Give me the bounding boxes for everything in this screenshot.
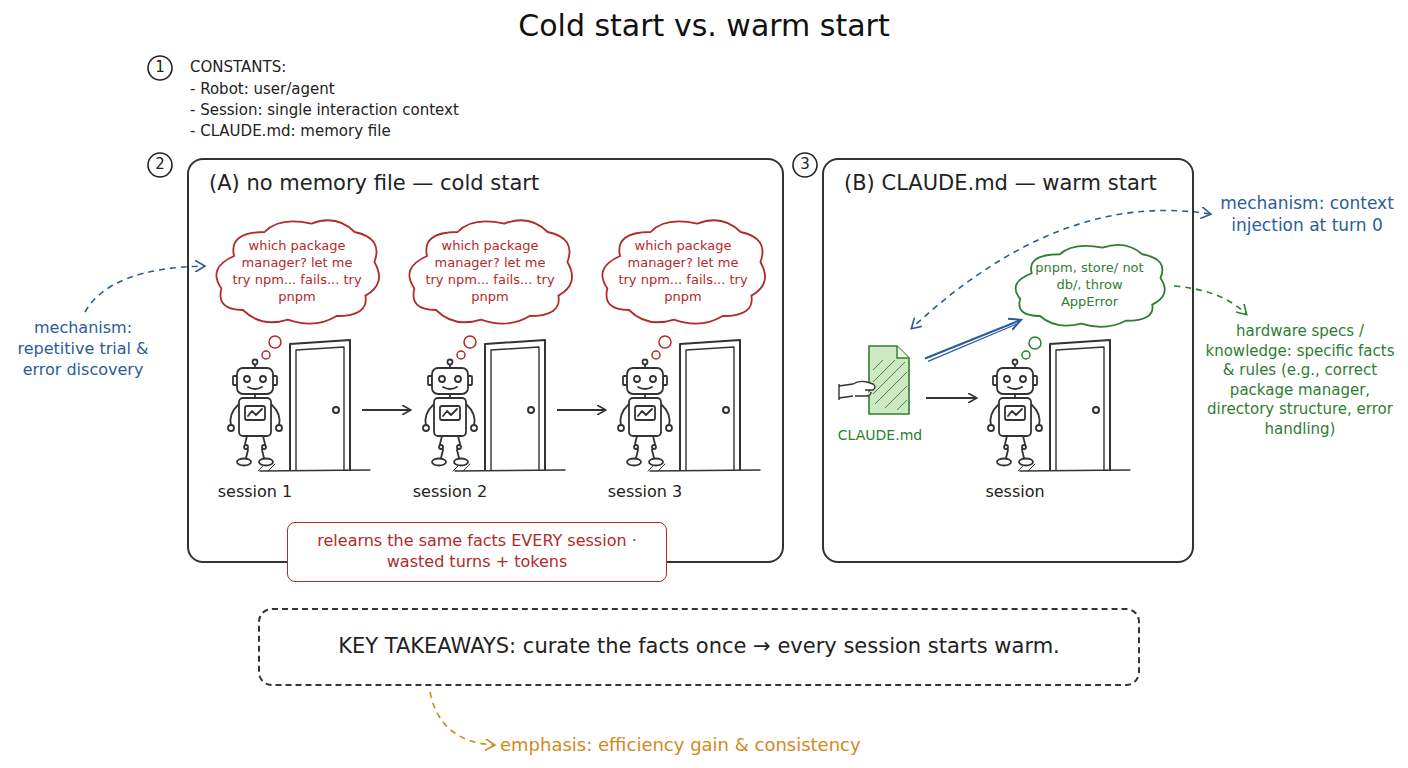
callout-number: 1 [148, 58, 172, 78]
thought-bubbles [262, 336, 1041, 359]
panel-heading: (B) CLAUDE.md — warm start [840, 170, 1161, 197]
doors [258, 340, 1130, 471]
session-label: session [955, 482, 1075, 503]
cloud-path [602, 220, 765, 323]
warning-box: relearns the same facts EVERY session · … [287, 522, 667, 582]
node-text: which package manager? let me try npm...… [617, 238, 749, 306]
panel-box: (B) CLAUDE.md — warm startCLAUDE.md pnpm,… [822, 158, 1194, 563]
constants-item: - CLAUDE.md: memory file [190, 122, 610, 142]
session-label: session 2 [390, 482, 510, 503]
node-text: CLAUDE.md [838, 426, 922, 444]
knowledge-note: hardware specs / knowledge: specific fac… [1200, 322, 1400, 439]
memory-file: CLAUDE.md [835, 340, 925, 448]
thought-cloud: which package manager? let me try npm...… [400, 214, 580, 334]
node-text: pnpm, store/ not db/, throw AppError [1031, 260, 1148, 311]
node-text: relearns the same facts EVERY session · … [300, 531, 654, 573]
cloud-path [216, 220, 379, 323]
callout-number: 3 [793, 155, 817, 175]
node-text: which package manager? let me try npm...… [231, 238, 363, 306]
callout-number: 2 [148, 155, 172, 175]
thought-cloud: pnpm, store/ not db/, throw AppError [1007, 240, 1172, 335]
leader-lines [85, 210, 1246, 745]
mechanism-note: mechanism: context injection at turn 0 [1212, 192, 1402, 236]
cloud-path [409, 220, 572, 323]
takeaway-box: KEY TAKEAWAYS: curate the facts once → e… [258, 608, 1140, 686]
constants-heading: CONSTANTS: [190, 58, 610, 78]
connector-arrow-stroke [928, 324, 1016, 361]
node-text: which package manager? let me try npm...… [424, 238, 556, 306]
panel-heading: (A) no memory file — cold start [205, 170, 543, 197]
mechanism-note: mechanism: repetitive trial & error disc… [8, 318, 158, 380]
constants-item: - Session: single interaction context [190, 101, 610, 121]
constants-item: - Robot: user/agent [190, 80, 610, 100]
connector-arrow [925, 320, 1020, 358]
robots [228, 360, 1042, 466]
cloud-path [1016, 245, 1165, 327]
node-text: KEY TAKEAWAYS: curate the facts once → e… [338, 633, 1060, 660]
thought-cloud: which package manager? let me try npm...… [593, 214, 773, 334]
emphasis-note: emphasis: efficiency gain & consistency [500, 733, 920, 756]
thought-cloud: which package manager? let me try npm...… [207, 214, 387, 334]
panel-box: (A) no memory file — cold start which pac… [187, 158, 784, 563]
diagram-title: Cold start vs. warm start [0, 8, 1408, 43]
session-label: session 3 [585, 482, 705, 503]
session-label: session 1 [195, 482, 315, 503]
